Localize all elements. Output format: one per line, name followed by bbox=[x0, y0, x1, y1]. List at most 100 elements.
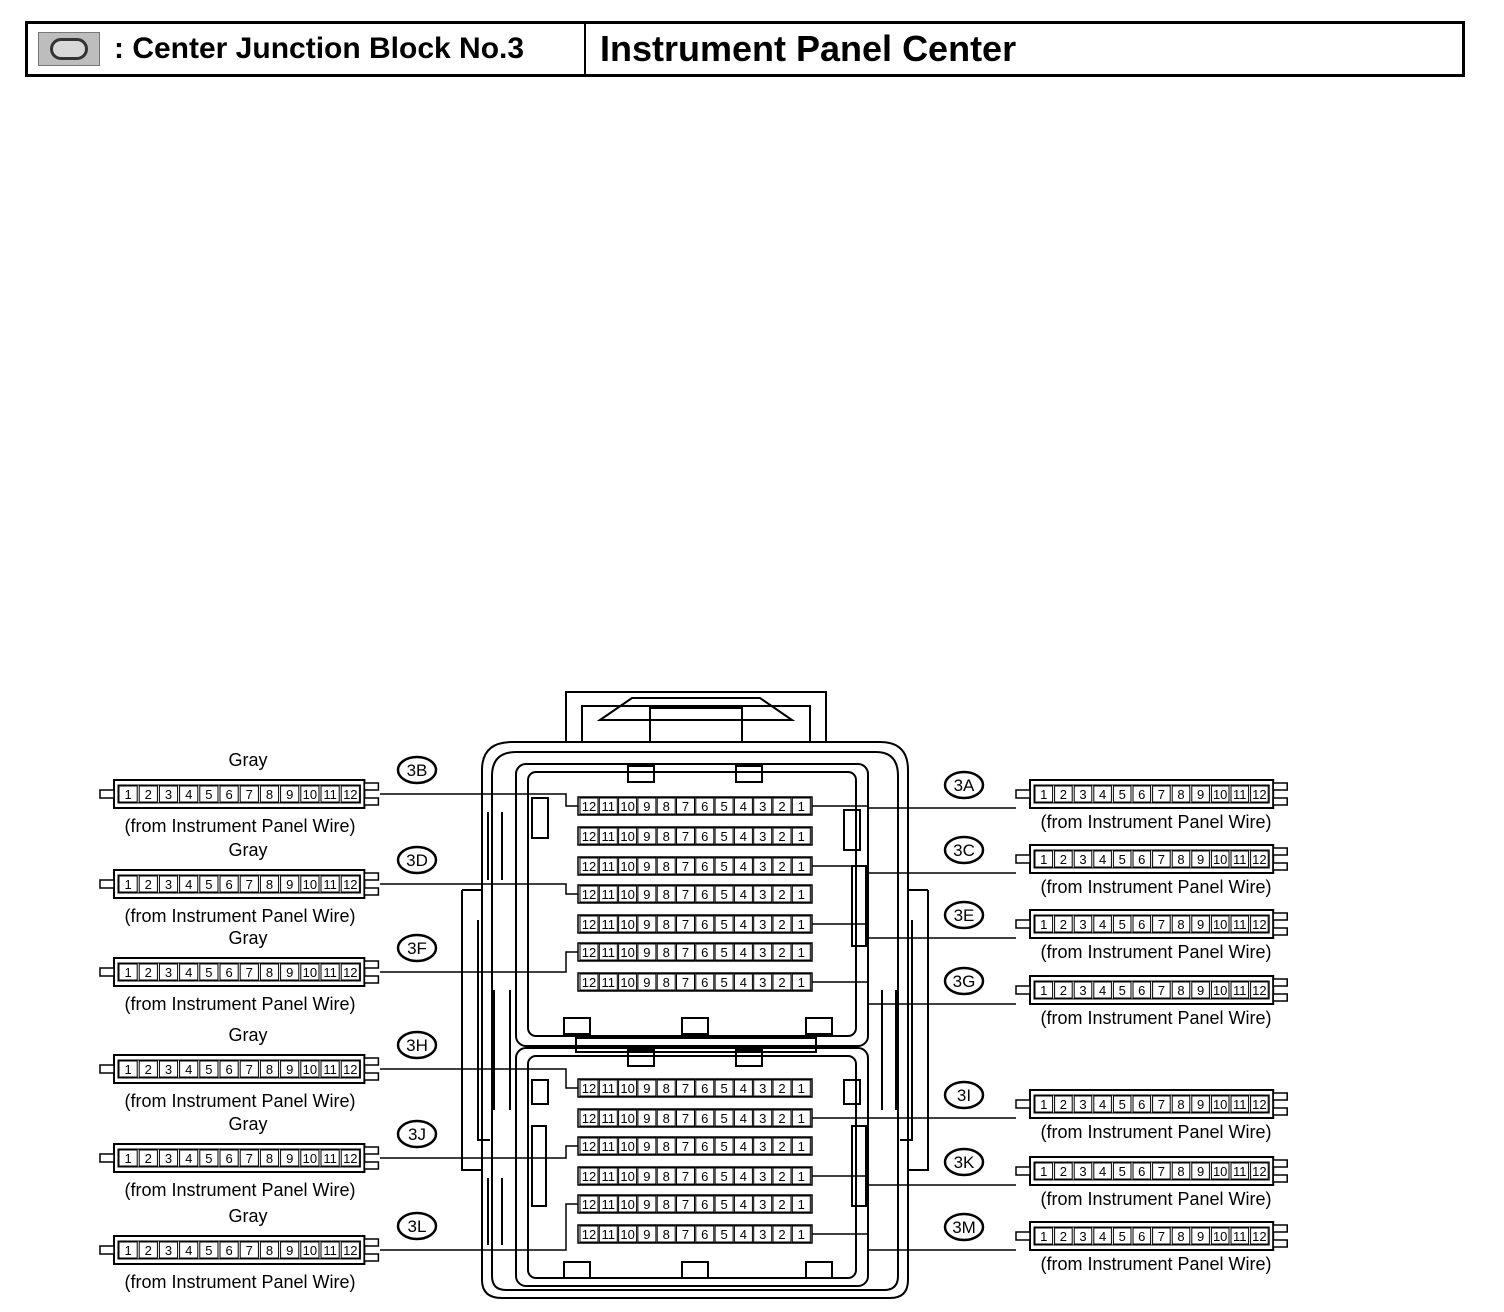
block-pin-cell bbox=[714, 943, 734, 961]
block-pin-number: 12 bbox=[582, 1197, 596, 1212]
block-pin-number: 5 bbox=[720, 917, 727, 932]
connector-pin-cell bbox=[1073, 1227, 1093, 1245]
connector-pin-cell bbox=[259, 1241, 280, 1259]
block-pin-cell bbox=[676, 1225, 695, 1243]
block-pin-number: 6 bbox=[701, 1111, 708, 1126]
leader-line bbox=[380, 1203, 578, 1251]
connector-pin-number: 1 bbox=[1040, 787, 1047, 802]
block-pin-number: 12 bbox=[582, 1227, 596, 1242]
block-pin-number: 11 bbox=[602, 1139, 616, 1154]
block-pin-cell bbox=[753, 1167, 773, 1185]
connector-pin-cell bbox=[158, 1241, 179, 1259]
connector-pin-cell bbox=[239, 785, 259, 803]
connector-pin-number: 12 bbox=[1252, 917, 1266, 932]
block-pin-number: 8 bbox=[663, 1139, 670, 1154]
block-pin-cell bbox=[579, 885, 599, 903]
block-pin-cell bbox=[598, 1195, 618, 1213]
block-pin-cell bbox=[714, 1109, 734, 1127]
connector-pin-number: 11 bbox=[1233, 1164, 1247, 1179]
leader-line bbox=[812, 865, 1016, 874]
block-pin-number: 7 bbox=[682, 799, 689, 814]
block-pin-number: 7 bbox=[682, 859, 689, 874]
block-pin-cell bbox=[695, 827, 715, 845]
connector-pin-cell bbox=[138, 963, 158, 981]
connector-pin-cell bbox=[1171, 981, 1191, 999]
connector-id-badge bbox=[396, 1211, 438, 1241]
block-pin-cell bbox=[772, 1167, 792, 1185]
block-pin-number: 9 bbox=[643, 1169, 650, 1184]
connector-pin-number: 1 bbox=[1040, 1229, 1047, 1244]
connector-pin-cell bbox=[1230, 1227, 1250, 1245]
block-pin-cell bbox=[656, 915, 676, 933]
block-pin-cell bbox=[695, 1079, 715, 1097]
block-pin-cell bbox=[772, 973, 792, 991]
connector-pin-number: 3 bbox=[1079, 1164, 1086, 1179]
connector-pin-cell bbox=[259, 1060, 280, 1078]
connector-color-label: Gray bbox=[228, 1025, 267, 1045]
connector-pin-cell bbox=[1093, 850, 1112, 868]
connector-pin-cell bbox=[1093, 1095, 1112, 1113]
connector-pin-cell bbox=[219, 1060, 239, 1078]
connector-pin-cell bbox=[1152, 915, 1171, 933]
block-pin-cell bbox=[618, 943, 638, 961]
connector-pin-number: 9 bbox=[1197, 787, 1204, 802]
connector-pin-cell bbox=[259, 963, 280, 981]
connector-pin-cell bbox=[179, 1241, 199, 1259]
block-pin-number: 5 bbox=[720, 1139, 727, 1154]
block-pin-number: 11 bbox=[602, 1081, 616, 1096]
connector-pin-cell bbox=[320, 963, 340, 981]
block-pin-number: 5 bbox=[720, 945, 727, 960]
block-pin-number: 1 bbox=[798, 859, 805, 874]
connector-pin-number: 3 bbox=[1079, 852, 1086, 867]
block-pin-cell bbox=[753, 973, 773, 991]
block-pin-cell bbox=[598, 797, 618, 815]
connector-pin-number: 2 bbox=[1060, 852, 1067, 867]
leader-line bbox=[380, 883, 578, 895]
block-pin-cell bbox=[791, 1079, 811, 1097]
connector-pin-number: 10 bbox=[1213, 1097, 1227, 1112]
block-pin-cell bbox=[791, 827, 811, 845]
block-pin-number: 1 bbox=[798, 1139, 805, 1154]
connector-pin-number: 12 bbox=[343, 1062, 357, 1077]
connector-pin-number: 5 bbox=[1119, 1229, 1126, 1244]
connector-pin-number: 11 bbox=[1233, 1097, 1247, 1112]
connector-pin-cell bbox=[199, 1241, 219, 1259]
connector-pin-number: 8 bbox=[266, 877, 273, 892]
block-pin-cell bbox=[618, 915, 638, 933]
block-pin-number: 4 bbox=[740, 945, 747, 960]
block-pin-number: 4 bbox=[740, 1227, 747, 1242]
block-pin-number: 9 bbox=[643, 1081, 650, 1096]
block-pin-cell bbox=[598, 827, 618, 845]
block-pin-number: 10 bbox=[620, 1081, 634, 1096]
connector-pin-number: 7 bbox=[1158, 852, 1165, 867]
connector-pin-cell bbox=[1250, 850, 1269, 868]
connector-pin-number: 12 bbox=[1252, 983, 1266, 998]
connector-pin-number: 7 bbox=[1158, 787, 1165, 802]
block-pin-number: 1 bbox=[798, 829, 805, 844]
connector-pin-cell bbox=[1230, 915, 1250, 933]
connector-pin-number: 10 bbox=[303, 1151, 317, 1166]
connector-pin-number: 10 bbox=[1213, 787, 1227, 802]
block-pin-number: 7 bbox=[682, 829, 689, 844]
connector-pin-number: 8 bbox=[1177, 983, 1184, 998]
block-pin-number: 11 bbox=[602, 829, 616, 844]
block-pin-number: 8 bbox=[663, 1227, 670, 1242]
connector-pin-number: 9 bbox=[286, 1243, 293, 1258]
connector-pin-number: 1 bbox=[1040, 852, 1047, 867]
block-pin-cell bbox=[791, 943, 811, 961]
block-pin-number: 2 bbox=[778, 1139, 785, 1154]
connector-pin-number: 11 bbox=[323, 1243, 337, 1258]
connector-pin-cell bbox=[1132, 1227, 1152, 1245]
block-pin-number: 4 bbox=[740, 975, 747, 990]
connector-pin-cell bbox=[280, 1060, 300, 1078]
connector-pin-number: 9 bbox=[1197, 917, 1204, 932]
connector-pin-cell bbox=[1191, 785, 1210, 803]
block-pin-number: 10 bbox=[620, 829, 634, 844]
block-pin-number: 10 bbox=[620, 975, 634, 990]
block-pin-cell bbox=[618, 797, 638, 815]
block-pin-number: 10 bbox=[620, 1111, 634, 1126]
